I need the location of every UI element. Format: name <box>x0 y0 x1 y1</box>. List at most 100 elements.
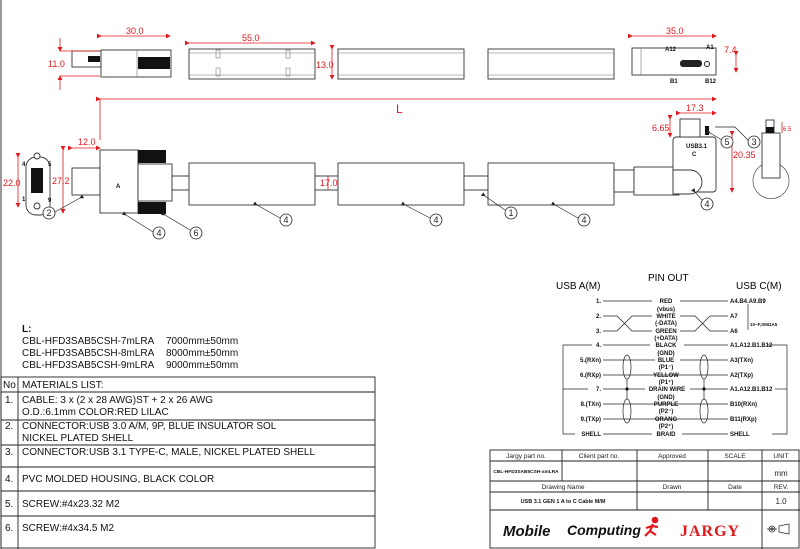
unit-label: UNIT <box>773 453 788 460</box>
material-no: 2. <box>5 421 13 432</box>
dim-housing-length: 55.0 <box>242 33 260 43</box>
pin-row-2: 2.WHITE(-DATA)A7 <box>596 314 738 327</box>
drawing-name-value: USB 3.1 GEN 1 A to C Cable M/M <box>521 499 606 505</box>
jargy-part-label: Jargy part no. <box>506 453 546 460</box>
pin-9-mark: 9 <box>48 198 52 204</box>
running-man-icon <box>644 516 659 537</box>
pin-row-7: 7.DRAIN WIRE(GND)A1.A12.B1.B12 <box>596 387 773 401</box>
pin-c-label: B11(RXp) <box>730 417 757 423</box>
wire-signal: (GND) <box>657 351 674 357</box>
wire-color: WHITE <box>656 314 675 320</box>
cable-housing-side-3 <box>487 162 615 206</box>
balloon-1 <box>504 206 518 220</box>
balloons: 1 2 3 4 4 4 4 4 5 6 <box>42 126 761 240</box>
pin-5-mark: 5 <box>48 162 52 168</box>
wire-color: RED <box>660 299 673 305</box>
materials-no-header: No <box>3 380 16 391</box>
usb-c-top <box>631 47 717 76</box>
dim-c-length: 35.0 <box>666 26 684 36</box>
pin-row-8: 8.(TXn)PURPLE(P2⁻)B10(RXn) <box>581 402 757 415</box>
screw-top <box>138 57 170 69</box>
pin-mark-b12: B12 <box>705 79 717 85</box>
scale-label: SCALE <box>724 453 746 460</box>
materials-list: No MATERIALS LIST: 1. CABLE: 3 x (2 x 28… <box>0 376 376 549</box>
material-desc: O.D.:6.1mm COLOR:RED LILAC <box>22 407 169 418</box>
material-desc: SCREW:#4x34.5 M2 <box>22 523 115 534</box>
pin-a-label: 8.(TXn) <box>581 402 601 408</box>
balloon-4a <box>152 226 166 240</box>
length-value: 7000mm±50mm <box>166 336 238 347</box>
usb-a-plug-side <box>71 167 101 196</box>
a-marking: A <box>116 184 121 190</box>
pinout-left-title: USB A(M) <box>556 281 600 292</box>
pin-c-label: SHELL <box>730 432 750 438</box>
unit-value: mm <box>774 469 788 478</box>
cable-housing-side-2 <box>337 162 465 206</box>
pin-a-label: 6.(RXp) <box>580 373 601 379</box>
length-part: CBL-HFD3SAB5CSH-7mLRA <box>22 336 155 347</box>
balloon-3 <box>747 135 761 149</box>
balloon-5-label: 5 <box>724 137 729 147</box>
dim-c-height: 7.4 <box>724 45 737 55</box>
material-desc: PVC MOLDED HOUSING, BLACK COLOR <box>22 474 214 485</box>
c-strain-relief <box>633 166 680 196</box>
pin-a-label: 4. <box>596 343 601 349</box>
pin-a-label: 2. <box>596 314 601 320</box>
pin-mark-a12: A12 <box>665 47 677 53</box>
wire-color: BLUE <box>658 358 674 364</box>
pin-a-label: 7. <box>596 387 601 393</box>
logo-mobile: Mobile <box>503 523 551 540</box>
pin-row-4: 4.BLACK(GND)A1.A12.B1.B12 <box>596 343 773 357</box>
c-marking: USB3.1 <box>686 144 708 150</box>
balloon-5 <box>720 135 734 149</box>
pin-c-label: A6 <box>730 329 738 335</box>
balloon-6-label: 6 <box>193 228 198 238</box>
pin-a-label: 1. <box>596 299 601 305</box>
wire-signal: (P1⁺) <box>659 379 674 386</box>
pin-mark-a1: A1 <box>706 45 714 51</box>
projection-symbol-icon <box>767 523 790 535</box>
pin-a-label: 9.(TXp) <box>581 417 601 423</box>
dim-c-tip: 6.65 <box>652 123 670 133</box>
top-view: A12 A1 B1 B12 30.0 11.0 55.0 13.0 35.0 7… <box>48 26 739 90</box>
usb-c-plug-side <box>679 118 701 138</box>
length-part: CBL-HFD3SAB5CSH-8mLRA <box>22 348 155 359</box>
pin-a-label: SHELL <box>581 432 601 438</box>
balloon-4e <box>700 197 714 211</box>
usb-c-receptacle <box>680 60 702 67</box>
material-desc: CONNECTOR:USB 3.1 TYPE-C, MALE, NICKEL P… <box>22 447 315 458</box>
dim-c-body: 20.35 <box>733 150 756 160</box>
balloon-4b-label: 4 <box>283 215 288 225</box>
wire-signal: (P1⁻) <box>659 365 674 371</box>
pin-a-label: 3. <box>596 329 601 335</box>
drawn-label: Drawn <box>663 484 682 491</box>
length-value: 9000mm±50mm <box>166 360 238 371</box>
rev-label: REV. <box>774 484 789 491</box>
material-no: 5. <box>5 499 13 510</box>
logo-jargy: JARGY <box>680 523 740 540</box>
dim-a-height: 27.2 <box>52 176 70 186</box>
cable-housing-top-3 <box>487 48 615 80</box>
balloon-4c-label: 4 <box>433 215 438 225</box>
dim-c-small: 6.5 <box>783 127 792 133</box>
dim-plug-height: 11.0 <box>48 59 65 69</box>
balloon-3-label: 3 <box>751 137 756 147</box>
material-desc: CONNECTOR:USB 3.0 A/M, 9P, BLUE INSULATO… <box>22 421 277 432</box>
balloon-4c <box>429 213 443 227</box>
dim-length-l: L <box>396 102 403 116</box>
wire-signal: (-DATA) <box>655 321 677 327</box>
jargy-part-value: CBL-HFD3SAB5CSH-xmLRA <box>493 469 559 475</box>
wire-color: PURPLE <box>654 402 678 408</box>
dim-housing-height: 13.0 <box>316 60 334 70</box>
pinout-diagram: PIN OUT USB A(M) USB C(M) 10~F,SMΩA5 1.R… <box>556 273 788 438</box>
dim-a-face: 22.0 <box>3 178 21 188</box>
usb-c-end-view <box>761 132 781 179</box>
balloon-2-label: 2 <box>46 208 51 218</box>
pin-row-3: 3.GREEN(+DATA)A6 <box>596 329 738 342</box>
approved-label: Approved <box>658 453 686 460</box>
a-housing-side <box>99 149 139 214</box>
title-block: Jargy part no. Client part no. Approved … <box>489 449 800 549</box>
cable-housing-side-1 <box>188 162 316 206</box>
wire-signal: (GND) <box>657 395 674 401</box>
